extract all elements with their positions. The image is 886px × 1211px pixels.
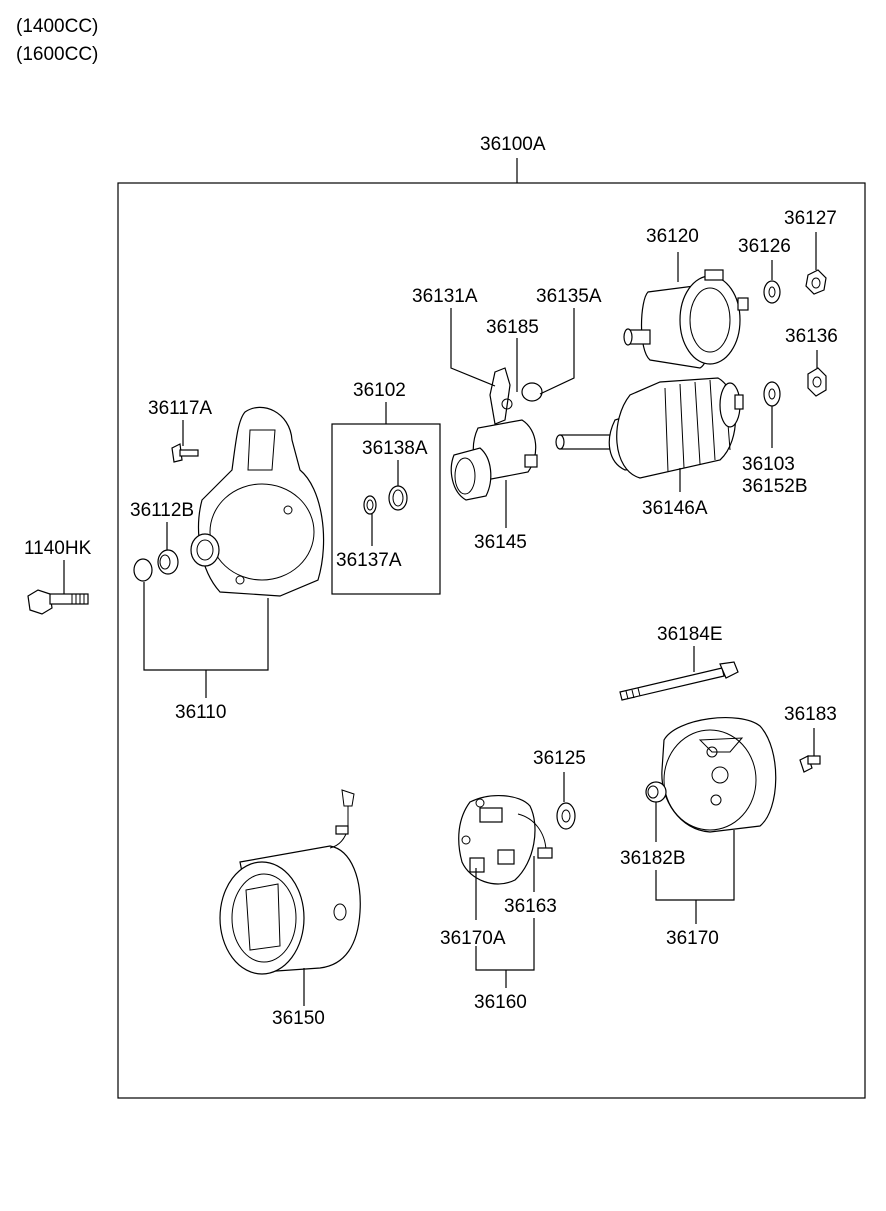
- part-throughbolt-36184E[interactable]: [619, 661, 739, 701]
- label-36102: 36102: [353, 380, 406, 401]
- part-washer-36103[interactable]: [763, 381, 781, 407]
- label-36146A: 36146A: [642, 498, 708, 519]
- part-bushing-36112B[interactable]: [157, 549, 179, 575]
- part-screw-36183[interactable]: [799, 755, 821, 773]
- part-rear-bracket-36170[interactable]: [661, 716, 777, 833]
- label-36110: 36110: [175, 702, 226, 723]
- label-36138A: 36138A: [362, 438, 428, 459]
- leader-36131A: [450, 308, 496, 387]
- part-nut-36136[interactable]: [807, 367, 827, 397]
- leader-36135A: [539, 308, 575, 395]
- label-36125: 36125: [533, 748, 586, 769]
- part-ring-36137A[interactable]: [363, 495, 377, 515]
- part-armature-36146A[interactable]: [555, 377, 744, 479]
- part-lever-36131A[interactable]: [489, 367, 543, 425]
- label-36145: 36145: [474, 532, 527, 553]
- label-36150: 36150: [272, 1008, 325, 1029]
- label-36182B: 36182B: [620, 848, 686, 869]
- label-36163: 36163: [504, 896, 557, 917]
- label-36135A: 36135A: [536, 286, 602, 307]
- label-36184E: 36184E: [657, 624, 723, 645]
- part-washer-36126[interactable]: [763, 280, 781, 304]
- label-36160: 36160: [474, 992, 527, 1013]
- part-ring-36138A[interactable]: [388, 485, 408, 511]
- part-brush-holder-36160[interactable]: [458, 795, 553, 885]
- engine-variant-1400cc: (1400CC): [16, 16, 98, 37]
- part-bolt-1140HK[interactable]: [27, 589, 89, 615]
- leader-36160-bracket: [475, 918, 535, 971]
- label-36100A: 36100A: [480, 134, 546, 155]
- label-36185: 36185: [486, 317, 539, 338]
- part-bushing-36182B[interactable]: [645, 781, 667, 803]
- leader-36110-bracket: [143, 582, 269, 671]
- part-washer-36125[interactable]: [556, 802, 576, 830]
- assembly-frame: [117, 182, 866, 1099]
- part-washer-36110[interactable]: [133, 558, 153, 582]
- label-36170A: 36170A: [440, 928, 506, 949]
- label-36112B: 36112B: [130, 500, 194, 521]
- label-1140HK: 1140HK: [24, 538, 92, 559]
- label-36117A: 36117A: [148, 398, 212, 419]
- part-solenoid-36120[interactable]: [623, 269, 749, 369]
- part-yoke-36150[interactable]: [219, 789, 361, 975]
- label-36126: 36126: [738, 236, 791, 257]
- label-36120: 36120: [646, 226, 699, 247]
- label-36152B: 36152B: [742, 476, 808, 497]
- part-housing-36110[interactable]: [190, 406, 325, 597]
- part-screw-36117A[interactable]: [171, 443, 199, 463]
- leader-36170-bracket: [655, 830, 735, 901]
- label-36137A: 36137A: [336, 550, 402, 571]
- engine-variant-1600cc: (1600CC): [16, 44, 98, 65]
- label-36170: 36170: [666, 928, 719, 949]
- label-36131A: 36131A: [412, 286, 478, 307]
- part-nut-36127[interactable]: [805, 269, 827, 295]
- label-36136: 36136: [785, 326, 838, 347]
- label-36183: 36183: [784, 704, 837, 725]
- label-36103: 36103: [742, 454, 795, 475]
- label-36127: 36127: [784, 208, 837, 229]
- part-clutch-36145[interactable]: [450, 419, 538, 501]
